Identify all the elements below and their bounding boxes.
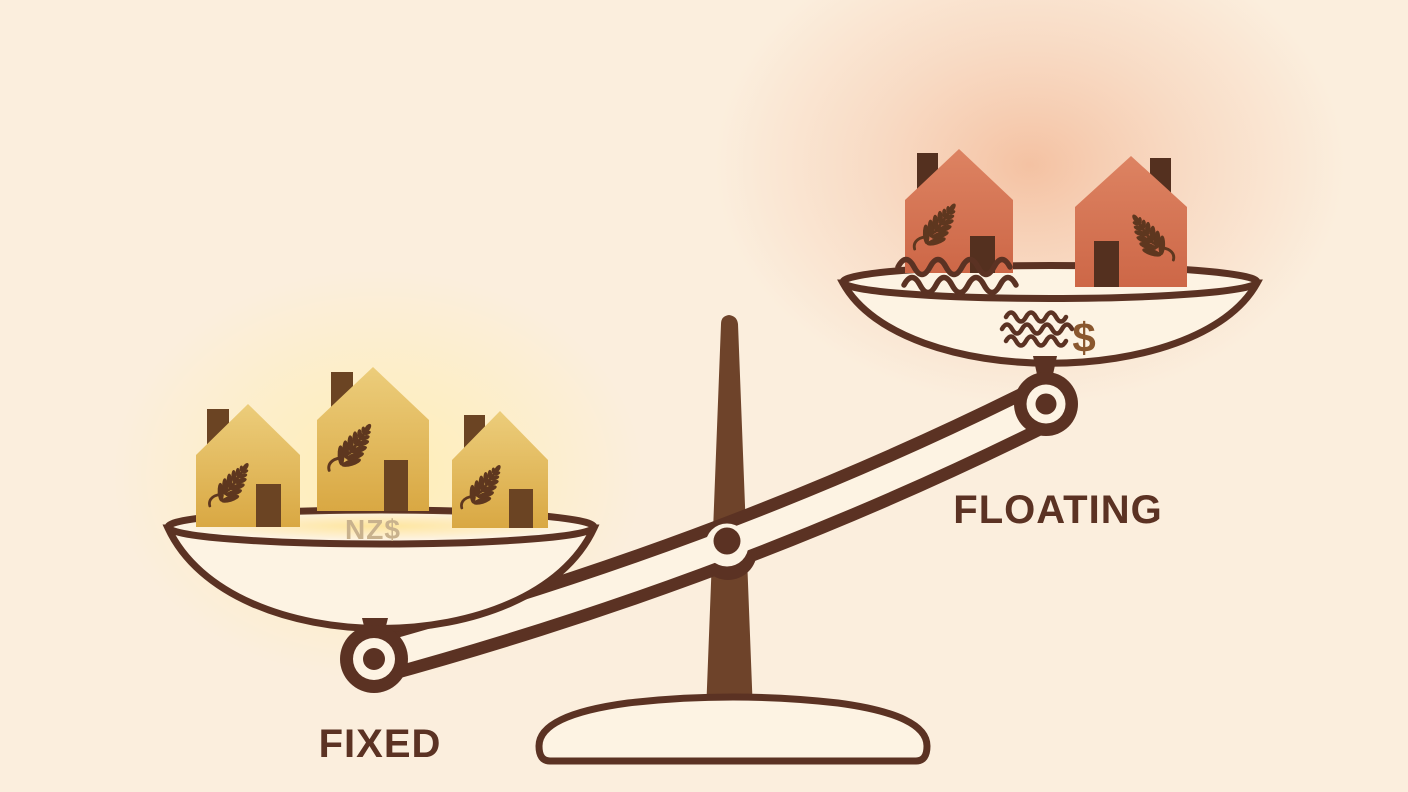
nz-currency-label: NZ$ bbox=[345, 514, 401, 545]
dollar-sign-label: $ bbox=[1072, 314, 1095, 361]
door bbox=[1094, 241, 1119, 287]
door bbox=[509, 489, 533, 528]
fixed-beam-eye-pin-icon bbox=[363, 648, 385, 670]
door bbox=[384, 460, 408, 511]
water-waves-icon bbox=[901, 274, 1019, 296]
wave-line bbox=[1003, 310, 1069, 324]
floating-pan-bowl bbox=[837, 279, 1263, 367]
scale-base bbox=[535, 693, 931, 765]
scale-post bbox=[706, 315, 753, 713]
floating-pan: $ bbox=[837, 149, 1263, 436]
terracotta-house-icon bbox=[1075, 156, 1187, 287]
gold-house-icon bbox=[317, 367, 429, 511]
floating-label: FLOATING bbox=[953, 488, 1162, 532]
door bbox=[970, 236, 995, 273]
door bbox=[256, 484, 281, 527]
fixed-pan: NZ$ bbox=[162, 367, 600, 693]
floating-beam-eye-pin-icon bbox=[1035, 393, 1057, 415]
gold-house-icon bbox=[452, 411, 548, 528]
wave-line bbox=[1003, 334, 1069, 348]
water-waves-icon bbox=[895, 256, 1013, 278]
terracotta-house-icon bbox=[895, 149, 1019, 296]
fixed-label: FIXED bbox=[319, 722, 442, 766]
wave-line bbox=[999, 322, 1075, 336]
fixed-pan-bowl bbox=[162, 524, 600, 632]
gold-house-icon bbox=[196, 404, 300, 527]
pivot-pin-icon bbox=[713, 527, 741, 555]
floating-rate-waves-icon bbox=[999, 310, 1075, 348]
